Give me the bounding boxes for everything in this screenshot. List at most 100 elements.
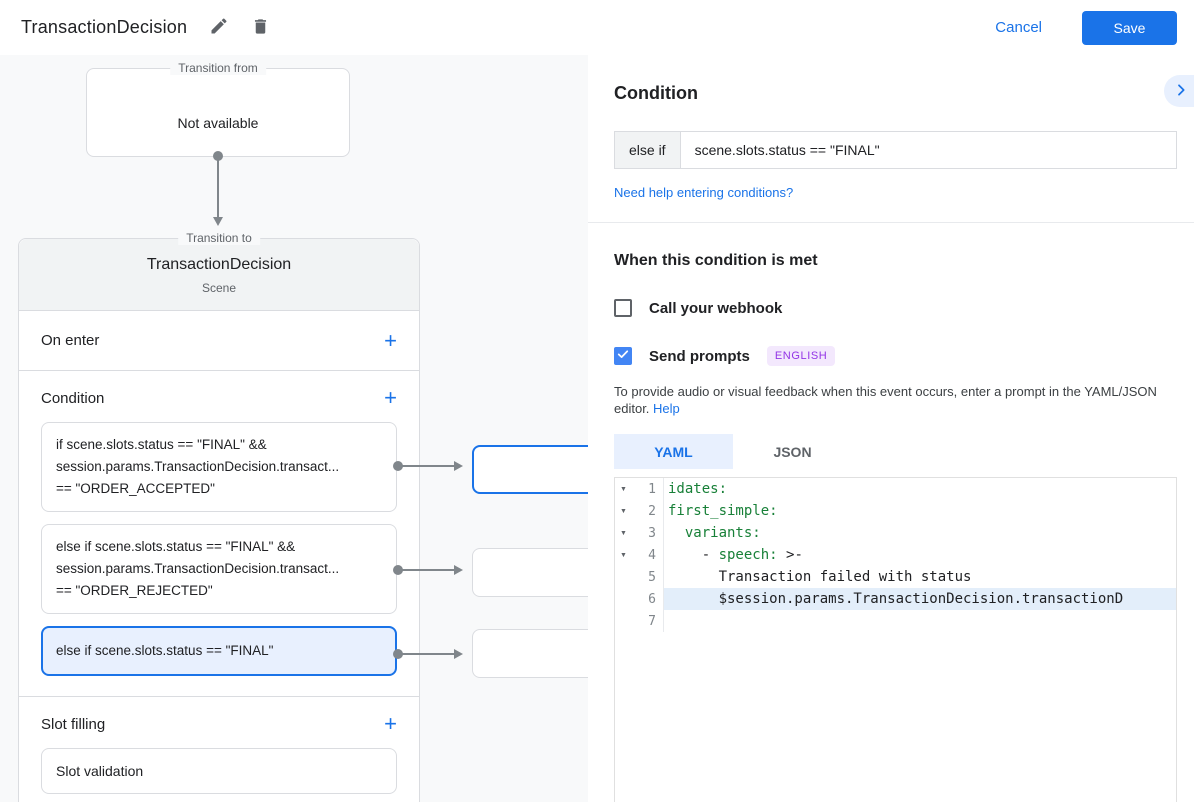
flow-connector-dot bbox=[213, 151, 223, 161]
yaml-code-editor[interactable]: ▼ 1 idates: ▼ 2 first_simple: ▼ 3 varian… bbox=[614, 477, 1177, 802]
condition-met-title: When this condition is met bbox=[614, 252, 818, 269]
slot-filling-label: Slot filling bbox=[41, 715, 106, 733]
yaml-key: first_simple: bbox=[668, 503, 778, 519]
add-condition-icon[interactable]: + bbox=[384, 385, 397, 410]
connector-arrowhead bbox=[454, 565, 463, 575]
fold-arrow-icon[interactable]: ▼ bbox=[620, 551, 627, 559]
webhook-row: Call your webhook bbox=[614, 299, 1177, 317]
edit-button[interactable] bbox=[209, 16, 229, 39]
condition-text-line: if scene.slots.status == "FINAL" && bbox=[56, 437, 267, 452]
slot-filling-head: Slot filling + bbox=[41, 712, 397, 736]
code-line-highlighted: $session.params.TransactionDecision.tran… bbox=[664, 588, 1176, 610]
editor-gutter: 6 bbox=[615, 588, 664, 610]
send-prompts-label: Send prompts bbox=[649, 347, 750, 365]
connector-line bbox=[401, 569, 455, 571]
target-scene-node-3[interactable] bbox=[472, 629, 588, 678]
connector-line bbox=[401, 465, 455, 467]
condition-expression-input[interactable]: scene.slots.status == "FINAL" bbox=[680, 131, 1177, 169]
condition-text-line: else if scene.slots.status == "FINAL" && bbox=[56, 539, 296, 554]
condition-text-line: session.params.TransactionDecision.trans… bbox=[56, 459, 340, 474]
call-webhook-checkbox[interactable] bbox=[614, 299, 632, 317]
tab-json[interactable]: JSON bbox=[773, 443, 812, 460]
editor-tabs: YAML JSON bbox=[614, 434, 1177, 469]
call-webhook-label: Call your webhook bbox=[649, 299, 783, 317]
condition-input-group: else if scene.slots.status == "FINAL" bbox=[614, 131, 1177, 169]
slot-validation-item[interactable]: Slot validation bbox=[41, 748, 397, 794]
checkmark-icon bbox=[616, 347, 630, 366]
condition-text-line: == "ORDER_ACCEPTED" bbox=[56, 481, 215, 496]
trash-icon bbox=[251, 17, 270, 39]
cancel-button[interactable]: Cancel bbox=[995, 19, 1042, 36]
target-scene-node-2[interactable] bbox=[472, 548, 588, 597]
collapse-panel-button[interactable] bbox=[1164, 75, 1194, 107]
flow-connector-line bbox=[217, 159, 219, 217]
editor-line-4: ▼ 4 - speech: >- bbox=[615, 544, 1176, 566]
yaml-indent: - bbox=[668, 547, 719, 563]
transition-from-node: Transition from Not available bbox=[86, 61, 350, 157]
condition-text-line: session.params.TransactionDecision.trans… bbox=[56, 561, 340, 576]
header-bar: TransactionDecision Cancel Save bbox=[0, 0, 1194, 55]
editor-gutter: ▼ 3 bbox=[615, 522, 664, 544]
fold-arrow-icon[interactable]: ▼ bbox=[620, 529, 627, 537]
scene-title: TransactionDecision bbox=[146, 256, 292, 273]
add-slot-icon[interactable]: + bbox=[384, 711, 397, 736]
page-title: TransactionDecision bbox=[21, 17, 188, 37]
prompt-description-text: To provide audio or visual feedback when… bbox=[614, 384, 1157, 416]
fold-arrow-icon[interactable]: ▼ bbox=[620, 485, 627, 493]
code-line: - speech: >- bbox=[664, 544, 1176, 566]
code-line bbox=[664, 610, 1176, 632]
panel-divider bbox=[588, 222, 1194, 223]
editor-line-5: 5 Transaction failed with status bbox=[615, 566, 1176, 588]
fold-arrow-icon[interactable]: ▼ bbox=[620, 507, 627, 515]
condition-section-head: Condition + bbox=[41, 386, 397, 410]
connector-dot bbox=[393, 461, 403, 471]
transition-to-legend: Transition to bbox=[178, 231, 260, 245]
editor-line-1: ▼ 1 idates: bbox=[615, 478, 1176, 500]
line-number: 3 bbox=[648, 525, 656, 541]
editor-line-7: 7 bbox=[615, 610, 1176, 632]
scene-subtitle: Scene bbox=[201, 281, 237, 295]
editor-line-2: ▼ 2 first_simple: bbox=[615, 500, 1176, 522]
transition-from-value: Not available bbox=[177, 115, 259, 131]
connector-arrowhead bbox=[454, 649, 463, 659]
code-line: first_simple: bbox=[664, 500, 1176, 522]
transition-from-legend: Transition from bbox=[170, 61, 266, 75]
condition-text-line: == "ORDER_REJECTED" bbox=[56, 583, 213, 598]
on-enter-row: On enter + bbox=[19, 311, 419, 371]
add-on-enter-icon[interactable]: + bbox=[384, 327, 397, 353]
tab-yaml[interactable]: YAML bbox=[614, 434, 733, 469]
flow-canvas: Transition from Not available Transition… bbox=[0, 55, 588, 802]
language-badge: ENGLISH bbox=[766, 346, 836, 366]
pencil-icon bbox=[209, 16, 229, 39]
editor-gutter: ▼ 1 bbox=[615, 478, 664, 500]
send-prompts-checkbox[interactable] bbox=[614, 347, 632, 365]
condition-section: Condition + if scene.slots.status == "FI… bbox=[19, 371, 419, 697]
scene-card-header: TransactionDecision Scene bbox=[19, 239, 419, 311]
code-line: variants: bbox=[664, 522, 1176, 544]
editor-gutter: 7 bbox=[615, 610, 664, 632]
yaml-key: speech: bbox=[718, 547, 778, 563]
editor-gutter: ▼ 4 bbox=[615, 544, 664, 566]
condition-text-line: else if scene.slots.status == "FINAL" bbox=[56, 643, 274, 658]
yaml-indent bbox=[668, 525, 685, 541]
yaml-key: variants: bbox=[684, 525, 761, 541]
line-number: 4 bbox=[648, 547, 656, 563]
code-line: idates: bbox=[664, 478, 1176, 500]
condition-section-label: Condition bbox=[41, 389, 105, 407]
save-button[interactable]: Save bbox=[1082, 10, 1177, 45]
condition-item-accepted[interactable]: if scene.slots.status == "FINAL" && sess… bbox=[41, 422, 397, 512]
slot-filling-section: Slot filling + Slot validation bbox=[19, 697, 419, 802]
line-number: 7 bbox=[648, 613, 656, 629]
prompt-help-link[interactable]: Help bbox=[653, 401, 680, 416]
target-scene-node-1[interactable] bbox=[472, 445, 588, 494]
line-number: 2 bbox=[648, 503, 656, 519]
delete-button[interactable] bbox=[251, 17, 270, 39]
send-prompts-row: Send prompts ENGLISH bbox=[614, 346, 1177, 366]
editor-line-6: 6 $session.params.TransactionDecision.tr… bbox=[615, 588, 1176, 610]
condition-item-final-selected[interactable]: else if scene.slots.status == "FINAL" bbox=[41, 626, 397, 676]
connector-line bbox=[401, 653, 455, 655]
condition-item-rejected[interactable]: else if scene.slots.status == "FINAL" &&… bbox=[41, 524, 397, 614]
yaml-text: $session.params.TransactionDecision.tran… bbox=[668, 591, 1124, 607]
conditions-help-link[interactable]: Need help entering conditions? bbox=[614, 185, 794, 200]
editor-line-3: ▼ 3 variants: bbox=[615, 522, 1176, 544]
